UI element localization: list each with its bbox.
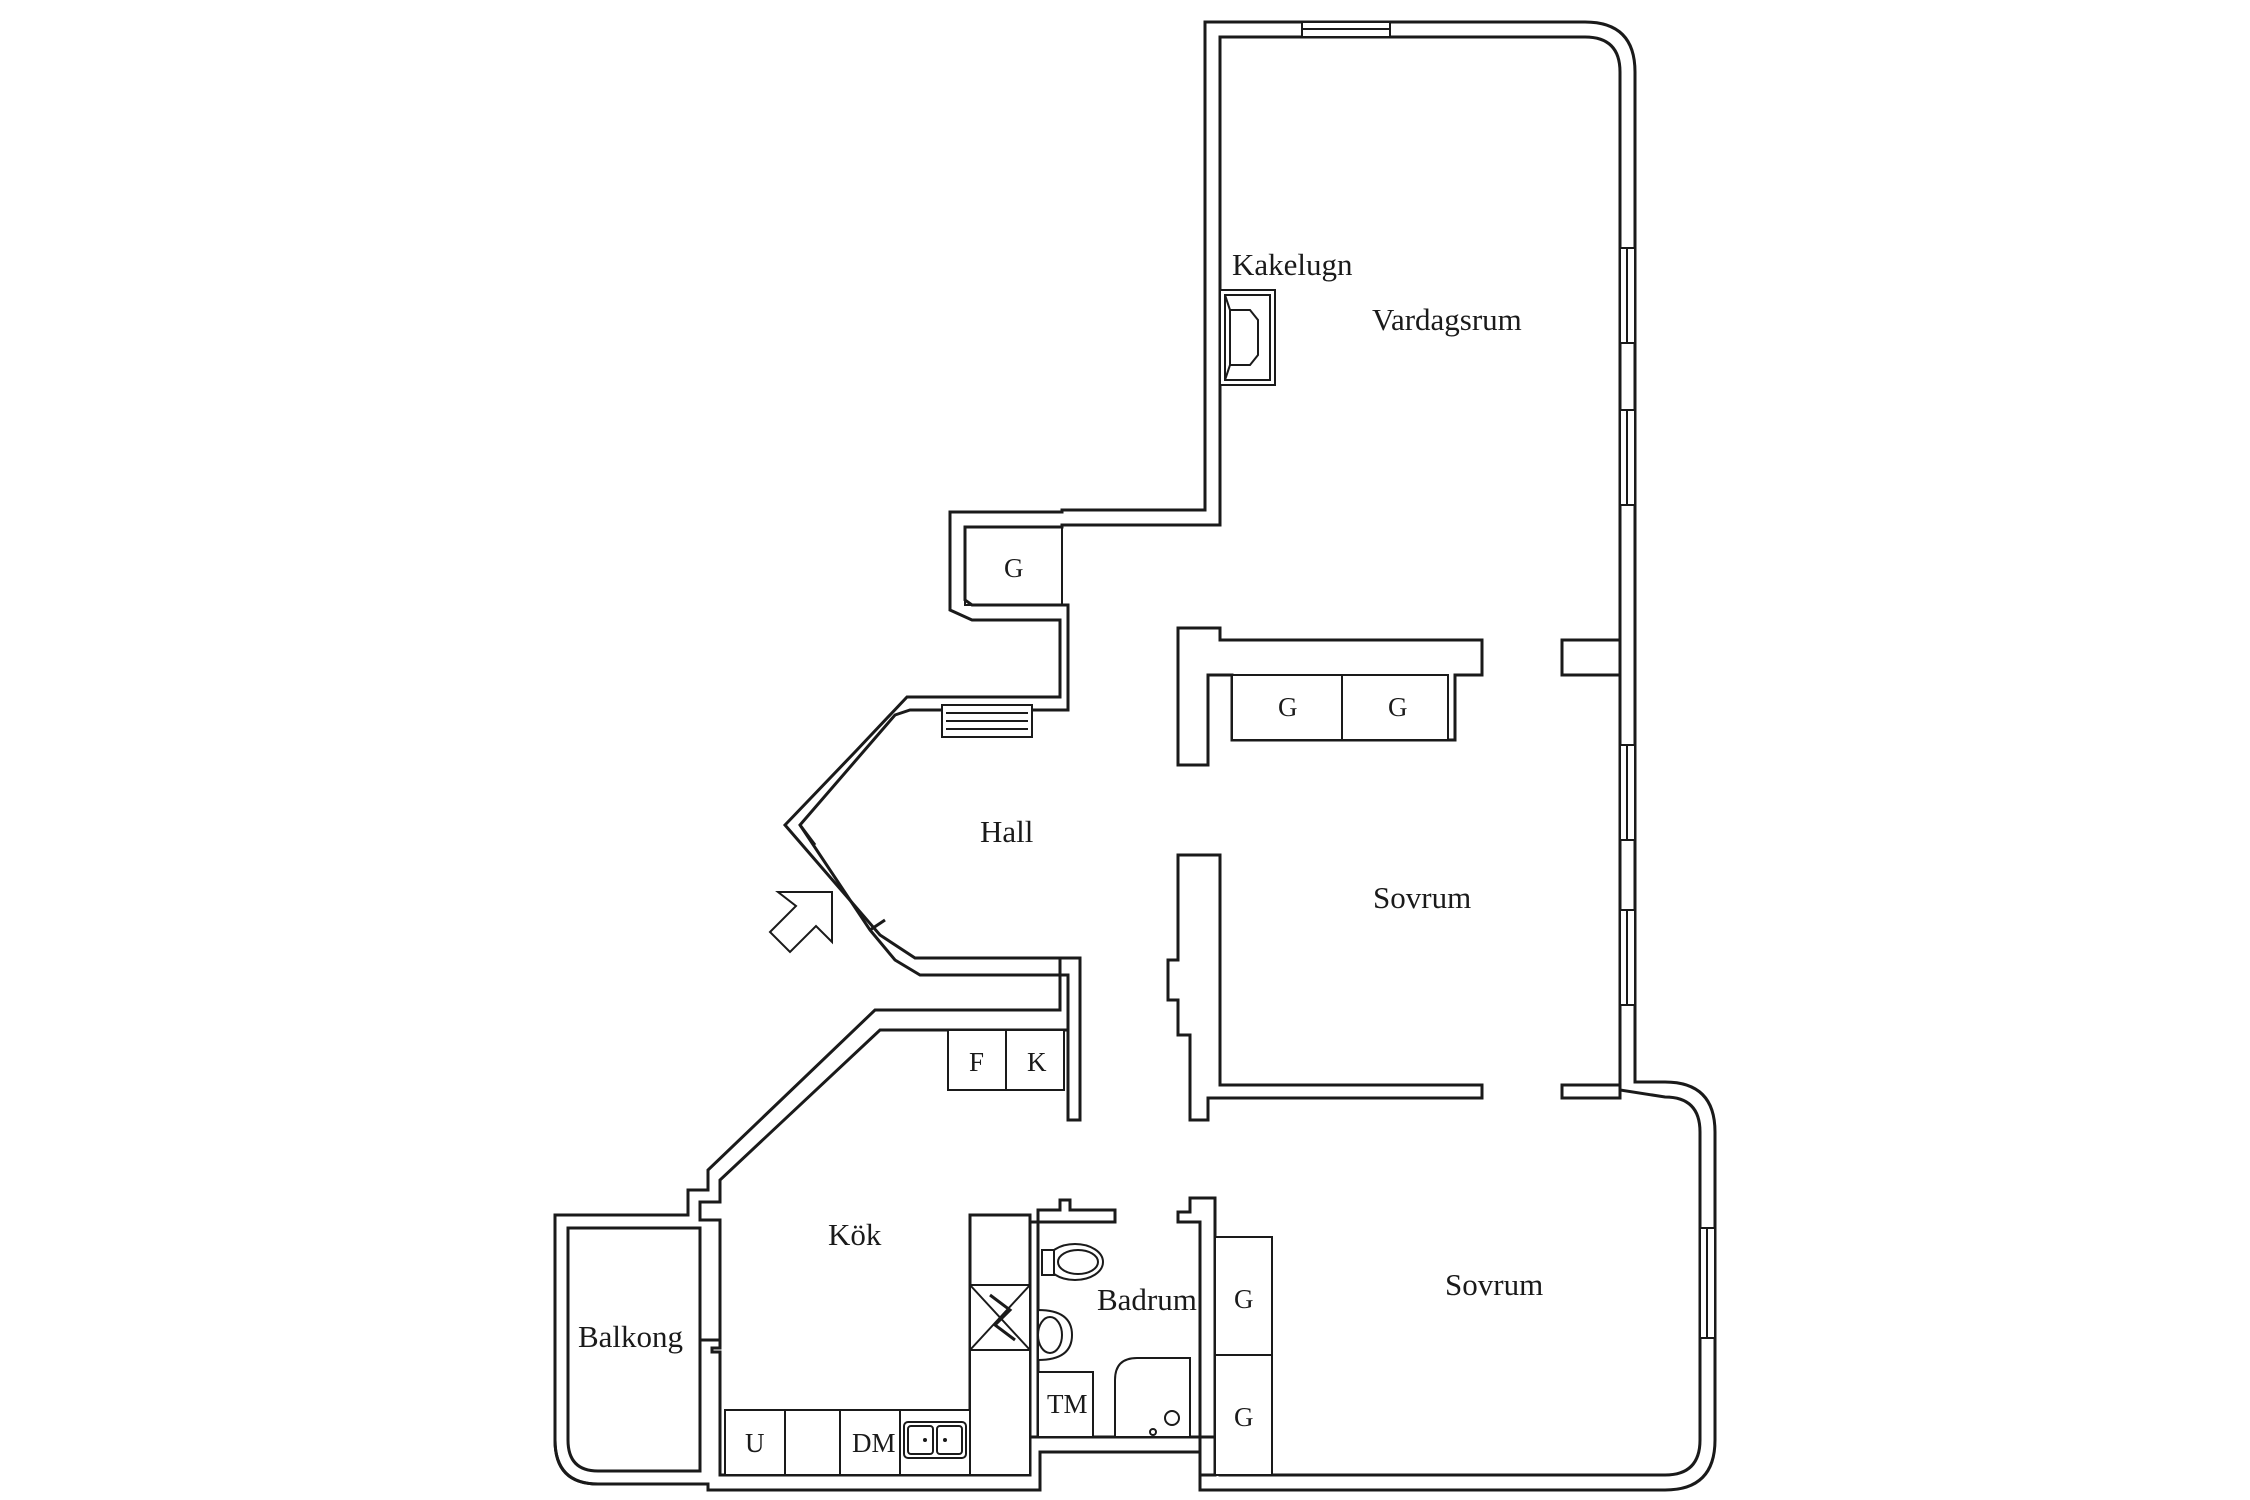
washing-machine [1037,1371,1094,1438]
window-right-3 [1619,744,1636,841]
room-label-vardagsrum: Vardagsrum [1372,302,1522,337]
balcony [553,1215,720,1486]
stove-icon [969,1284,1031,1351]
window-right-2 [1619,409,1636,506]
shower-icon [1114,1357,1191,1438]
wardrobe-hall [964,526,1063,606]
room-label-balkong: Balkong [578,1319,683,1354]
wardrobe-label-1: G [1278,692,1298,722]
room-label-kakelugn: Kakelugn [1232,247,1353,282]
room-label-sovrum-1: Sovrum [1373,880,1471,915]
dishwasher-label: DM [852,1428,896,1458]
room-label-sovrum-2: Sovrum [1445,1267,1543,1302]
entrance-door [798,824,886,932]
wardrobe-bedroom-2 [1214,1236,1273,1476]
sink-icon [903,1421,967,1459]
fridge-label: K [1027,1047,1047,1077]
wardrobe-label-hall: G [1004,553,1024,583]
window-right-1 [1619,247,1636,344]
tiled-stove-icon [1219,289,1276,386]
room-label-badrum: Badrum [1097,1282,1197,1317]
room-label-hall: Hall [980,814,1033,849]
window-right-5 [1699,1227,1716,1339]
window-right-4 [1619,909,1636,1006]
wardrobe-row-1 [1231,674,1449,741]
room-label-kok: Kök [828,1217,882,1252]
washing-machine-label: TM [1047,1389,1088,1419]
wardrobe-label-2: G [1388,692,1408,722]
wardrobe-label-3: G [1234,1284,1254,1314]
entrance-arrow-icon [768,891,833,954]
toilet-icon [1041,1243,1104,1281]
radiator-icon [941,704,1033,738]
oven-label: U [745,1428,765,1458]
fridge-freezer-block [947,1029,1065,1091]
wardrobe-label-4: G [1234,1402,1254,1432]
washbasin-icon [1037,1308,1074,1362]
window-top [1301,21,1391,38]
freezer-label: F [969,1047,984,1077]
